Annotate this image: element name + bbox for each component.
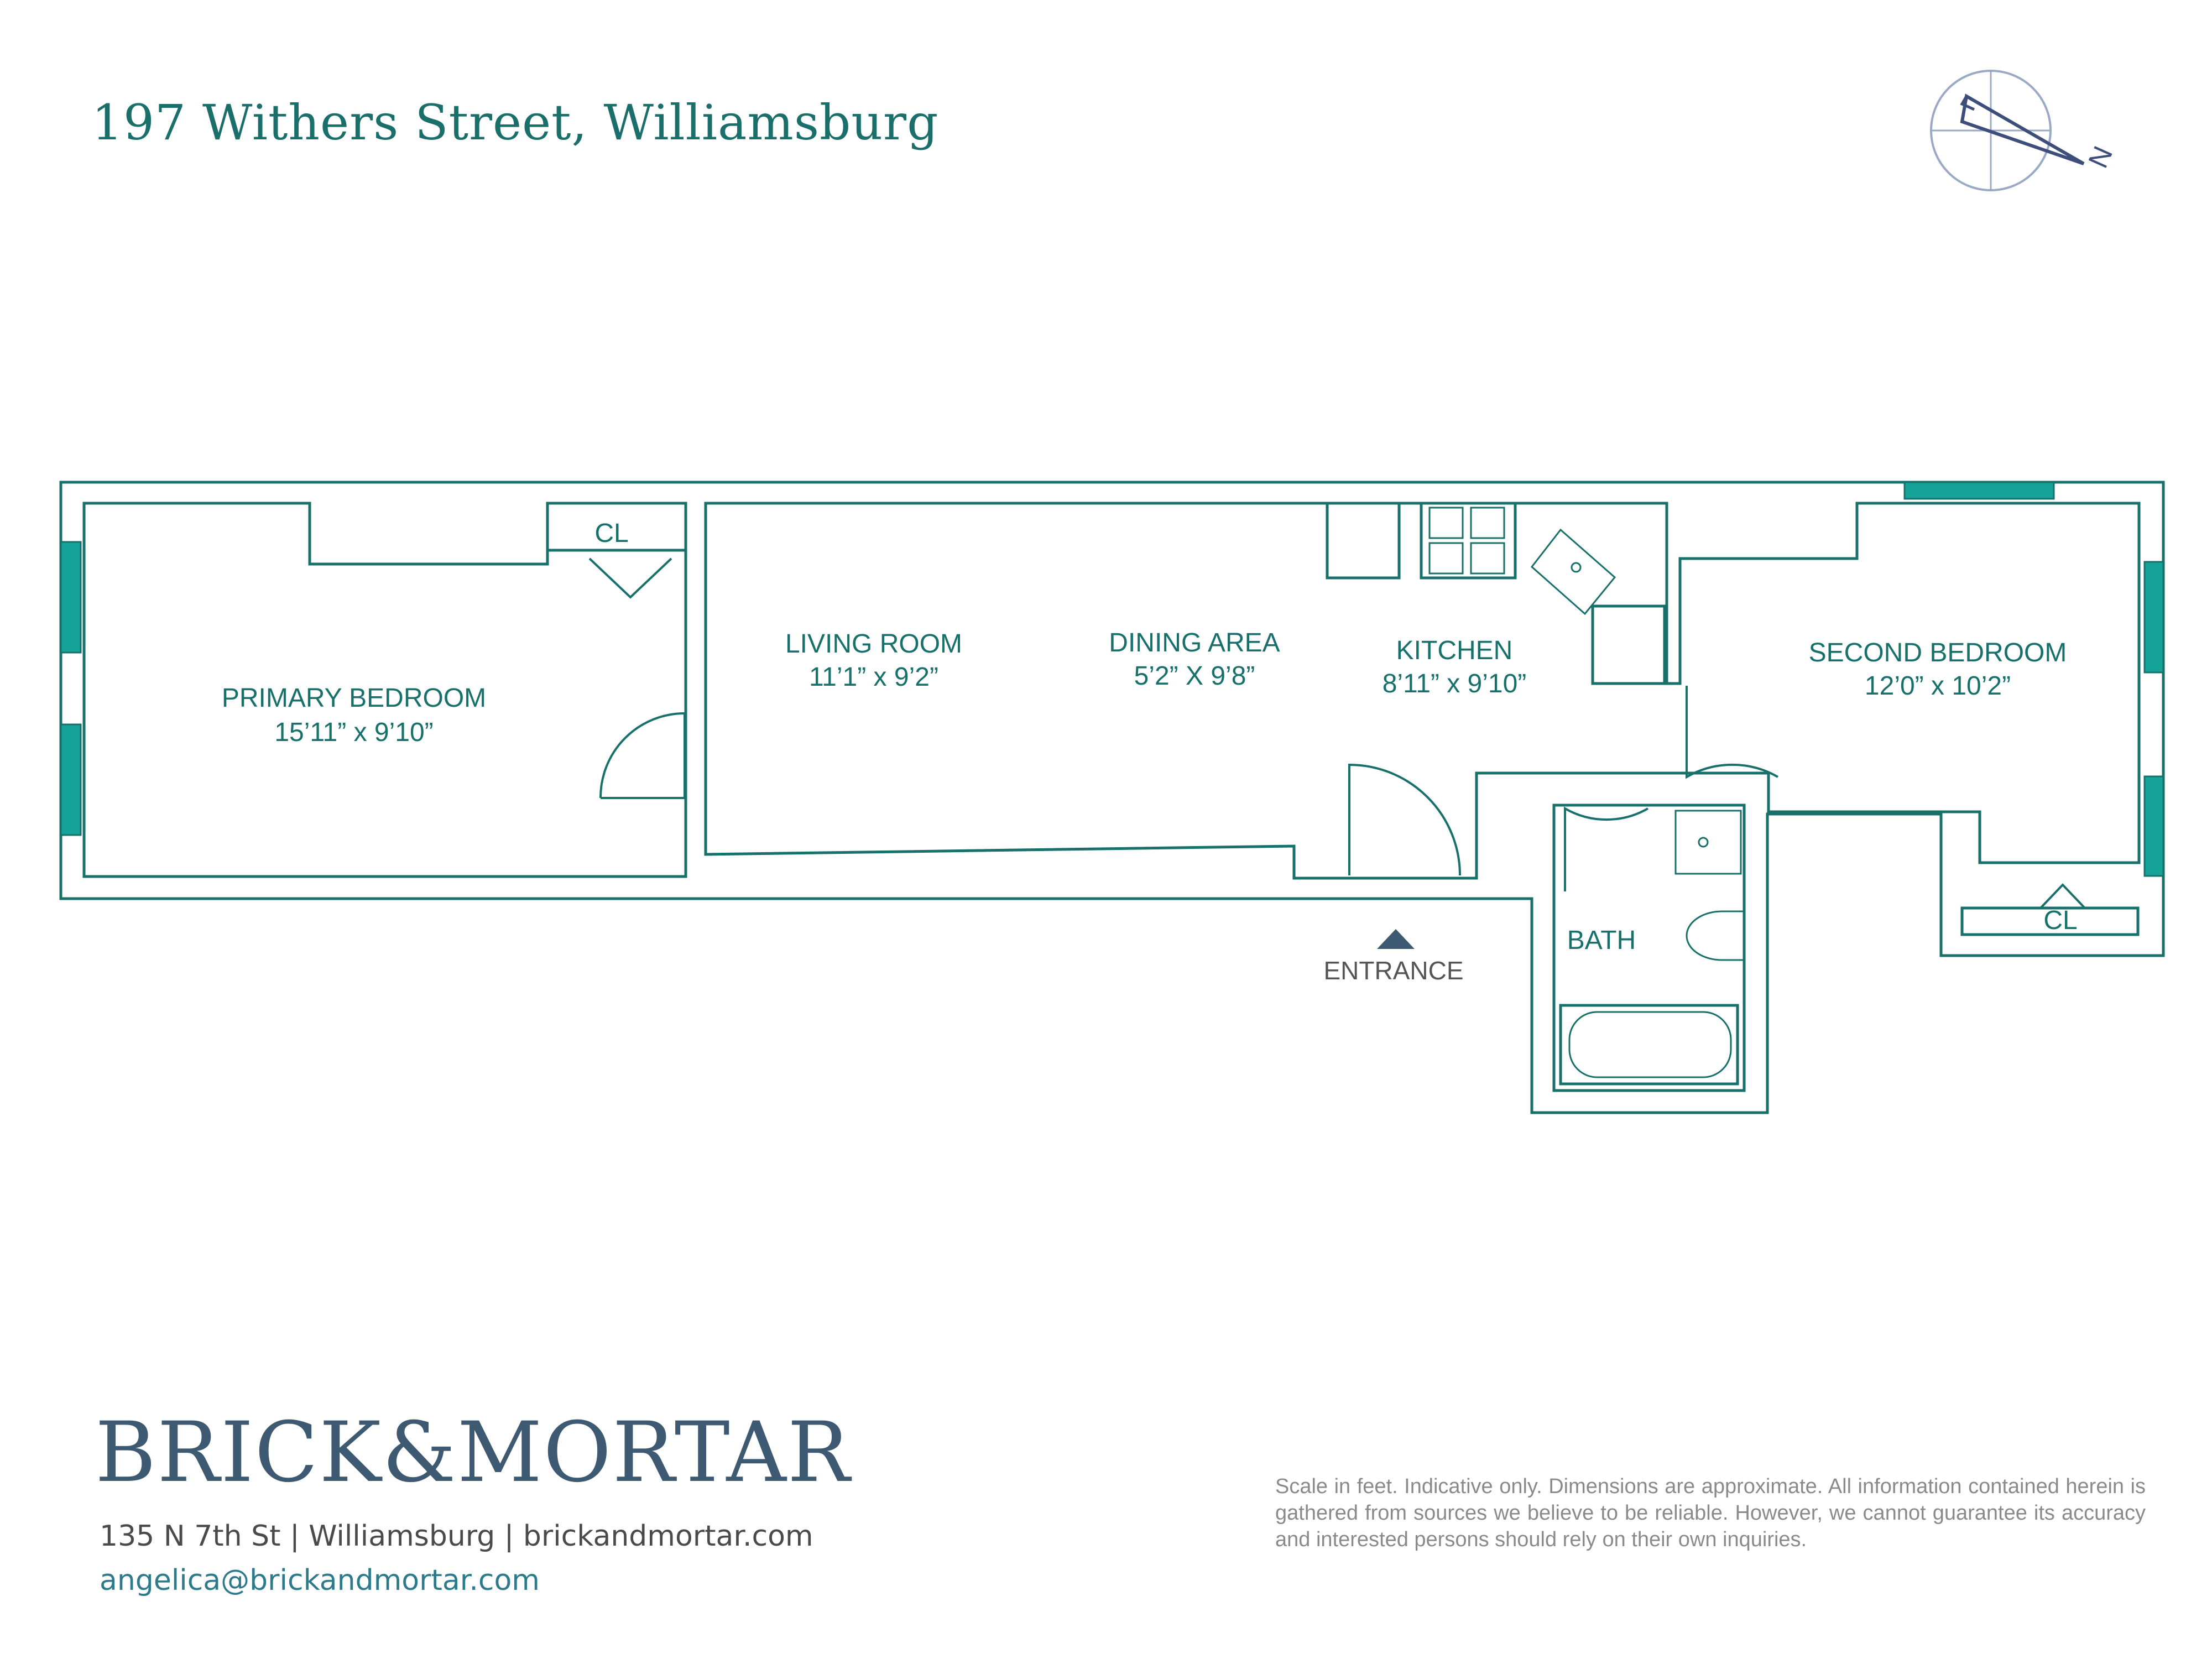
room-living-room: LIVING ROOM 11’1” x 9’2”: [785, 629, 962, 692]
closet-label: CL: [2043, 906, 2077, 935]
room-name: DINING AREA: [1109, 628, 1280, 658]
closet-label: CL: [594, 519, 628, 548]
contact-email[interactable]: angelica@brickandmortar.com: [100, 1564, 540, 1597]
kitchen-appliances: [1428, 507, 1616, 615]
room-name: KITCHEN: [1396, 636, 1513, 665]
windows: [60, 481, 2164, 877]
room-name: SECOND BEDROOM: [1809, 638, 2067, 667]
room-name: BATH: [1567, 926, 1636, 955]
room-dims: 12’0” x 10’2”: [1865, 671, 2011, 701]
room-dims: 5’2” X 9’8”: [1134, 661, 1255, 691]
bath-fixtures: [1568, 810, 1745, 1078]
office-address: 135 N 7th St | Williamsburg | brickandmo…: [100, 1520, 813, 1553]
room-dims: 11’1” x 9’2”: [809, 662, 938, 692]
page-title: 197 Withers Street, Williamsburg: [92, 94, 939, 151]
room-bath: BATH: [1567, 926, 1636, 955]
room-name: LIVING ROOM: [785, 629, 962, 659]
room-dims: 8’11” x 9’10”: [1383, 669, 1527, 698]
room-dining-area: DINING AREA 5’2” X 9’8”: [1109, 628, 1280, 691]
disclaimer-text: Scale in feet. Indicative only. Dimensio…: [1275, 1475, 2146, 1551]
entrance-label: ENTRANCE: [1323, 956, 1464, 985]
walls: [59, 481, 2165, 1114]
room-kitchen: KITCHEN 8’11” x 9’10”: [1383, 636, 1527, 698]
room-name: PRIMARY BEDROOM: [222, 684, 486, 713]
brand-logo: BRICK&MORTAR: [95, 1405, 851, 1501]
room-second-bedroom: SECOND BEDROOM 12’0” x 10’2”: [1809, 638, 2067, 701]
room-primary-bedroom: PRIMARY BEDROOM 15’11” x 9’10”: [222, 684, 486, 747]
entrance-marker-icon: [1377, 929, 1415, 949]
compass-icon: [1930, 70, 2085, 191]
room-dims: 15’11” x 9’10”: [274, 718, 433, 747]
doors: [588, 557, 2086, 909]
